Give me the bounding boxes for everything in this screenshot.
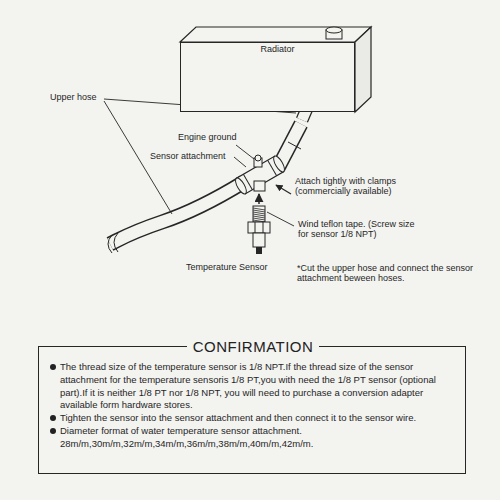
break-mark bbox=[108, 233, 118, 253]
note-item: 28m/m,30m/m,32m/m,34m/m,36m/m,38m/m,40m/… bbox=[49, 438, 455, 451]
note-item: Tighten the sensor into the sensor attac… bbox=[49, 412, 455, 425]
callout-label: Temperature Sensor bbox=[186, 262, 268, 272]
bullet-dot bbox=[50, 364, 56, 370]
radiator-side bbox=[355, 27, 371, 112]
box-heading: CONFIRMATION bbox=[187, 338, 320, 355]
insert-arrow bbox=[258, 194, 260, 204]
callout-label: Upper hose bbox=[50, 92, 97, 102]
confirmation-box: CONFIRMATIONThe thread size of the tempe… bbox=[38, 346, 466, 474]
note-text: The thread size of the temperature senso… bbox=[60, 361, 436, 410]
note-item: The thread size of the temperature senso… bbox=[49, 361, 455, 412]
clamp-arrow bbox=[276, 185, 291, 194]
radiator-front: Radiator bbox=[180, 42, 355, 112]
part-name: Radiator bbox=[187, 44, 348, 54]
sensor-port bbox=[254, 181, 265, 191]
radiator-cap bbox=[326, 27, 342, 39]
leader-lines bbox=[104, 99, 296, 226]
engine-ground-tab bbox=[254, 155, 262, 167]
callout-label: Sensor attachment bbox=[150, 151, 226, 161]
callout-label: *Cut the upper hose and connect the sens… bbox=[297, 263, 479, 284]
note-text: Diameter format of water temperature sen… bbox=[60, 425, 302, 436]
callout-label: Wind teflon tape. (Screw size for sensor… bbox=[298, 219, 420, 240]
bullet-dot bbox=[50, 428, 56, 434]
bullet-dot bbox=[50, 415, 56, 421]
callout-label: Engine ground bbox=[178, 132, 237, 142]
radiator-top bbox=[180, 27, 371, 42]
upper-hose-left bbox=[110, 182, 244, 244]
note-text: Tighten the sensor into the sensor attac… bbox=[60, 412, 416, 423]
clamp bbox=[288, 142, 301, 149]
temperature-sensor bbox=[248, 206, 270, 254]
upper-hose-left-inner bbox=[110, 182, 244, 244]
sensor-attachment bbox=[233, 154, 286, 195]
note-item: Diameter format of water temperature sen… bbox=[49, 425, 455, 438]
callout-label: Attach tightly with clamps (commercially… bbox=[295, 176, 433, 197]
note-text: 28m/m,30m/m,32m/m,34m/m,36m/m,38m/m,40m/… bbox=[60, 438, 313, 449]
